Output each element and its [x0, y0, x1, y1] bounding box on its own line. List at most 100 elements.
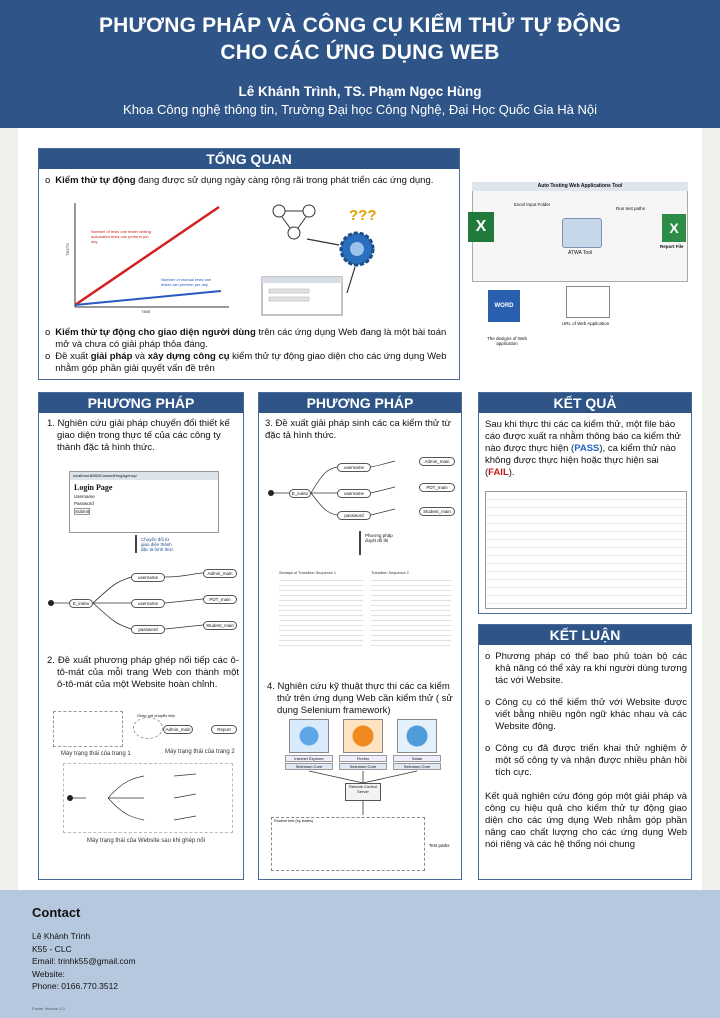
- poster-title: PHƯƠNG PHÁP VÀ CÔNG CỤ KIỂM THỬ TỰ ĐỘNG …: [20, 12, 700, 66]
- title-line-2: CHO CÁC ỨNG DỤNG WEB: [220, 41, 500, 64]
- contact-details: Lê Khánh Trình K55 - CLC Email: trinhk55…: [32, 930, 136, 993]
- automated-note: Number of tests one tester writing autom…: [91, 229, 151, 244]
- page1-automaton: [53, 711, 123, 747]
- method-section-1: PHƯƠNG PHÁP 1. Nghiên cứu giải pháp chuy…: [38, 392, 244, 880]
- footer-note: Poster Version 1.0: [32, 1006, 65, 1011]
- method1-item-2: 2. Đề xuất phương pháp ghép nối tiếp các…: [47, 655, 239, 690]
- result-text: Sau khi thực thi các ca kiểm thử, một fi…: [485, 419, 681, 478]
- automaton-gear-figure: ???: [257, 193, 387, 321]
- web-app-thumbnail: [566, 286, 610, 318]
- contact-phone: Phone: 0166.770.3512: [32, 981, 119, 991]
- result-section: KẾT QUẢ Sau khi thực thi các ca kiểm thử…: [478, 392, 692, 614]
- state-node: username: [131, 599, 165, 608]
- sequence-list-b: Transition Sequence 2: [371, 571, 451, 646]
- title-line-1: PHƯƠNG PHÁP VÀ CÔNG CỤ KIỂM THỬ TỰ ĐỘNG: [98, 14, 622, 37]
- state-node: PDT_main: [203, 595, 237, 604]
- state-node: password: [337, 511, 371, 520]
- atwa-tool-figure: Auto Testing Web Applications Tool X Exc…: [466, 178, 692, 354]
- selenium-core-2: Selenium Core: [339, 763, 387, 770]
- caption-joined: Máy trạng thái của Website sau khi ghép …: [87, 838, 205, 844]
- state-node: Student_main: [419, 507, 455, 516]
- method2-item-3: 3. Đề xuất giải pháp sinh các ca kiểm th…: [265, 418, 451, 441]
- contact-class: K55 - CLC: [32, 943, 72, 954]
- state-node: E_index: [69, 599, 93, 608]
- state-node: username: [131, 573, 165, 582]
- selenium-core-3: Selenium Core: [393, 763, 441, 770]
- state-node: username: [337, 489, 371, 498]
- login-submit: Submit: [74, 508, 90, 515]
- gen-note: Phương pháp duyệt đồ thị: [365, 533, 393, 543]
- test-paths-label: Test paths: [429, 843, 450, 848]
- authors: Lê Khánh Trình, TS. Phạm Ngọc Hùng: [238, 84, 482, 99]
- word-icon: WORD: [488, 290, 520, 322]
- report-file-icon: X: [662, 214, 686, 242]
- fail-label: FAIL: [488, 467, 509, 478]
- login-password: Password: [74, 501, 94, 506]
- internet-explorer-icon: [289, 719, 329, 753]
- login-url-bar: localhost:8080/ContactHrngAgency/: [70, 472, 218, 480]
- url-label: URL of Web Application: [562, 321, 610, 326]
- login-page-mock: localhost:8080/ContactHrngAgency/ Login …: [69, 471, 219, 533]
- contact-website: Website:: [32, 968, 65, 979]
- safari-label: Safari: [393, 755, 441, 762]
- transition-sequences: Sentaps of Transition Sequence 1 Transit…: [279, 571, 451, 657]
- atwa-title: Auto Testing Web Applications Tool: [472, 182, 688, 191]
- tests-over-time-svg: [74, 203, 229, 308]
- convert-note: Chuyển đổi từ giao diện thành đặc tả hìn…: [141, 537, 174, 552]
- join-circle: [133, 717, 163, 739]
- report-spreadsheet-screenshot: [485, 491, 687, 609]
- method-section-2: PHƯƠNG PHÁP 3. Đề xuất giải pháp sinh cá…: [258, 392, 462, 880]
- test-paths-box: Routine test (by states): [271, 817, 425, 871]
- overview-section: TỔNG QUAN o Kiểm thử tự động đang được s…: [38, 148, 460, 380]
- overview-bullet-1: o Kiểm thử tự động đang được sử dụng ngà…: [45, 175, 434, 186]
- automaton-join-figure: Ghép nối chuyển tiếp Admin_main Report M…: [53, 711, 237, 871]
- conclusion-heading: KẾT LUẬN: [479, 625, 691, 645]
- routine-label: Routine test (by states): [274, 819, 314, 823]
- contact-email[interactable]: Email: trinhk55@gmail.com: [32, 956, 136, 966]
- method2-heading: PHƯƠNG PHÁP: [259, 393, 461, 413]
- conclusion-summary: Kết quả nghiên cứu đóng góp một giải phá…: [485, 791, 687, 850]
- remote-control-server: Remote Control Server: [345, 783, 381, 801]
- join-note: Ghép nối chuyển tiếp: [137, 713, 175, 718]
- atwa-tool-label: ATWA Tool: [568, 250, 593, 256]
- state-node: Admin_main: [163, 725, 193, 734]
- bullet-marker: o: [45, 175, 51, 186]
- result-heading: KẾT QUẢ: [479, 393, 691, 413]
- atwa-tool-icon: [562, 218, 602, 248]
- excel-icon: X: [468, 212, 494, 242]
- ie-label: Internet Explorer: [285, 755, 333, 762]
- state-node: Student_main: [203, 621, 237, 630]
- state-node: E_index: [289, 489, 311, 498]
- login-username: Username: [74, 494, 95, 499]
- excel-input-label: Excel Input Folder: [514, 202, 551, 207]
- run-test-label: Run test paths: [616, 206, 646, 211]
- report-file-label: Report File: [660, 244, 684, 249]
- question-marks: ???: [349, 207, 377, 224]
- caption-page2: Máy trạng thái của trang 2: [165, 749, 235, 755]
- state-node: Admin_main: [203, 569, 237, 578]
- affiliation: Khoa Công nghệ thông tin, Trường Đại học…: [123, 102, 597, 117]
- test-gen-state-machine: E_index username username password Admin…: [267, 453, 457, 553]
- sequence-list-a: Sentaps of Transition Sequence 1: [279, 571, 363, 646]
- login-state-machine: E_index username username password Admin…: [45, 563, 239, 639]
- report-node: Report: [211, 725, 237, 734]
- method1-item-1: 1. Nghiên cứu giải pháp chuyển đổi thiết…: [47, 418, 230, 453]
- tests-over-time-figure: TESTS TIME Number of tests one tester wr…: [61, 197, 231, 319]
- joined-automaton: [63, 763, 233, 833]
- contact-heading: Contact: [32, 905, 81, 920]
- contact-footer: Contact Lê Khánh Trình K55 - CLC Email: …: [0, 890, 720, 1018]
- overview-bullet-3: o Đề xuất giải pháp và xây dựng công cụ …: [45, 351, 447, 374]
- state-node: PDT_main: [419, 483, 455, 492]
- firefox-icon: [343, 719, 383, 753]
- selenium-core-1: Selenium Core: [285, 763, 333, 770]
- time-axis-label: TIME: [141, 309, 151, 314]
- pass-label: PASS: [574, 443, 600, 454]
- firefox-label: Firefox: [339, 755, 387, 762]
- automaton-gear-svg: [261, 204, 375, 316]
- state-node: password: [131, 625, 165, 634]
- gen-arrow: [359, 531, 361, 555]
